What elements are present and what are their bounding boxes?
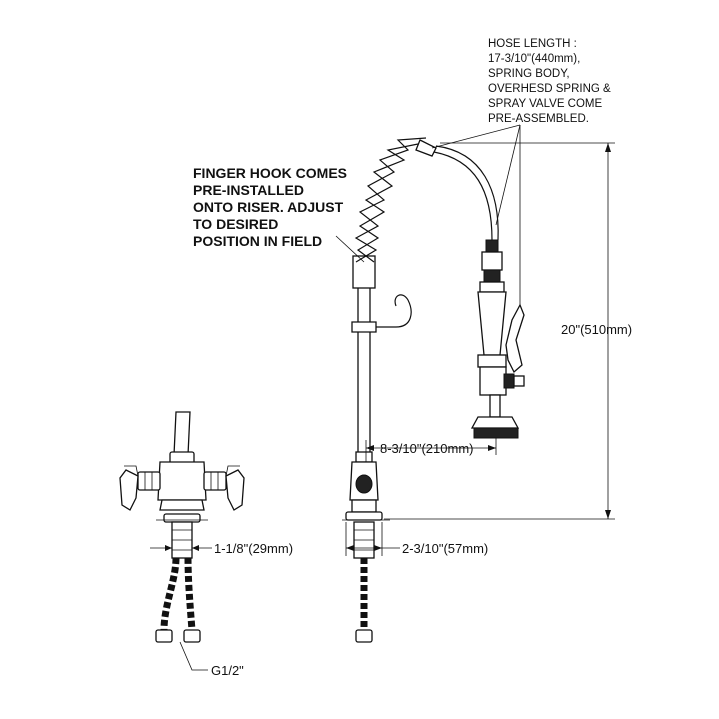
overall-height-label: 20"(510mm) (561, 322, 632, 337)
right-shank-dimension-label: 2-3/10"(57mm) (402, 541, 488, 556)
note-leaders (335, 124, 521, 305)
finger-hook-note-line-3: ONTO RISER. ADJUST (193, 199, 344, 215)
hose-note-line-1: HOSE LENGTH : (488, 38, 577, 50)
finger-hook-note-line-2: PRE-INSTALLED (193, 182, 304, 198)
pre-rinse-unit (342, 137, 525, 643)
finger-hook-note-line-1: FINGER HOOK COMES (193, 165, 347, 181)
hose-note: HOSE LENGTH : 17-3/10"(440mm), SPRING BO… (488, 38, 611, 125)
hose-note-line-2: 17-3/10"(440mm), (488, 53, 580, 65)
reach-label: 8-3/10"(210mm) (380, 441, 473, 456)
faucet-side-view (119, 411, 245, 643)
finger-hook-note-line-4: TO DESIRED (193, 216, 278, 232)
hose-note-line-6: PRE-ASSEMBLED. (488, 113, 589, 125)
hose-note-line-3: SPRING BODY, (488, 68, 570, 80)
dimension-lines (150, 142, 615, 671)
thread-size-label: G1/2" (211, 663, 244, 678)
left-shank-dimension-label: 1-1/8"(29mm) (214, 541, 293, 556)
hose-note-line-4: OVERHESD SPRING & (488, 83, 611, 95)
finger-hook-note-line-5: POSITION IN FIELD (193, 233, 322, 249)
hose-note-line-5: SPRAY VALVE COME (488, 98, 603, 110)
finger-hook-note: FINGER HOOK COMES PRE-INSTALLED ONTO RIS… (193, 165, 347, 249)
